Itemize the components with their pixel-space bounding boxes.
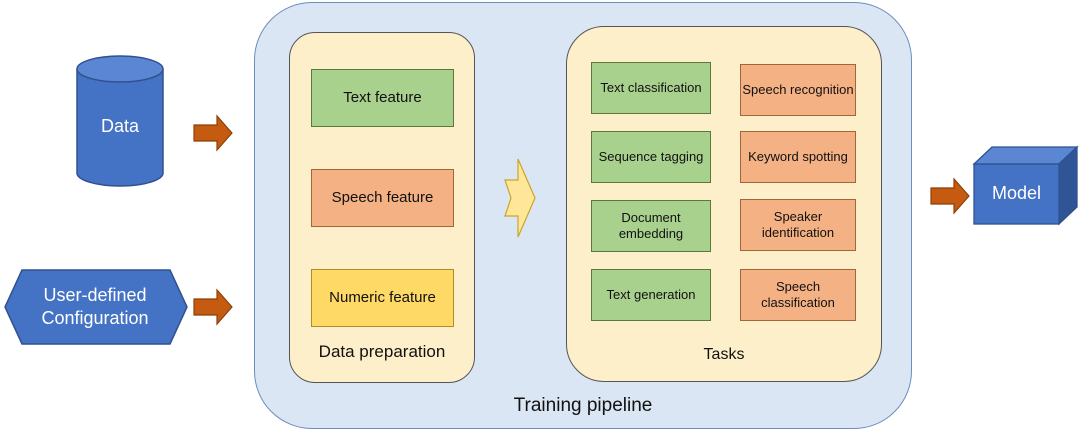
speech-classification-box: Speech classification bbox=[740, 269, 856, 321]
sequence-tagging-box: Sequence tagging bbox=[591, 131, 711, 183]
data-preparation-label: Data preparation bbox=[318, 342, 446, 361]
speech-recognition-box: Speech recognition bbox=[740, 64, 856, 116]
text-generation-box: Text generation bbox=[591, 269, 711, 321]
model-cube bbox=[972, 145, 1079, 226]
preparation-to-tasks-arrow-icon bbox=[504, 158, 536, 238]
configuration-label: User-defined Configuration bbox=[41, 284, 149, 328]
training-pipeline-label: Training pipeline bbox=[513, 395, 653, 416]
keyword-spotting-box: Keyword spotting bbox=[740, 131, 856, 183]
config-arrow-icon bbox=[193, 288, 233, 326]
data-cylinder bbox=[76, 55, 164, 187]
data-label: Data bbox=[100, 116, 140, 137]
text-classification-box: Text classification bbox=[591, 62, 711, 114]
model-label: Model bbox=[991, 183, 1042, 204]
speech-feature-box: Speech feature bbox=[311, 169, 454, 227]
speaker-identification-box: Speaker identification bbox=[740, 199, 856, 251]
configuration-hexagon bbox=[4, 269, 188, 345]
document-embedding-box: Document embedding bbox=[591, 200, 711, 252]
text-feature-box: Text feature bbox=[311, 69, 454, 127]
data-arrow-icon bbox=[193, 114, 233, 152]
tasks-label: Tasks bbox=[703, 346, 745, 363]
numeric-feature-box: Numeric feature bbox=[311, 269, 454, 327]
model-arrow-icon bbox=[930, 177, 970, 215]
